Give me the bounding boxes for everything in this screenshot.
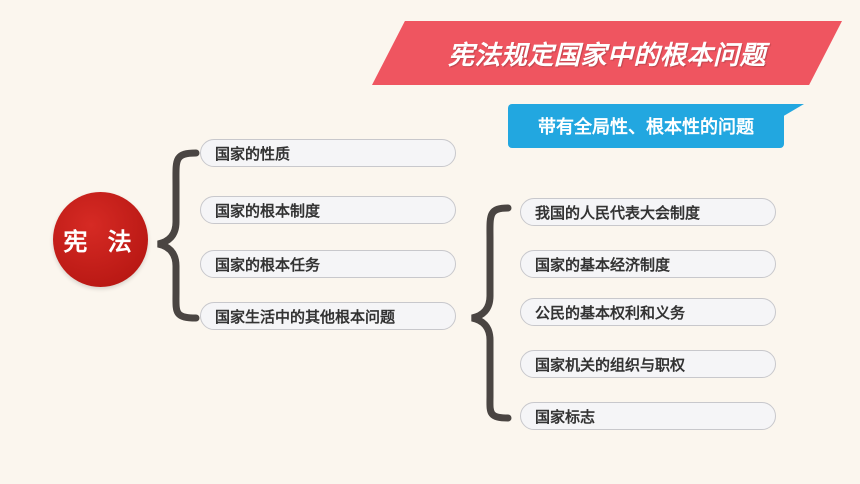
banner-title: 宪法规定国家中的根本问题 bbox=[447, 40, 766, 71]
right-node-npc-system: 我国的人民代表大会制度 bbox=[520, 198, 776, 226]
callout-tag: 带有全局性、根本性的问题 bbox=[508, 104, 784, 148]
root-circle: 宪 法 bbox=[53, 192, 148, 287]
left-node-other-issues: 国家生活中的其他根本问题 bbox=[200, 302, 456, 330]
right-node-citizen-rights: 公民的基本权利和义务 bbox=[520, 298, 776, 326]
right-brace bbox=[471, 204, 512, 422]
right-node-national-symbols: 国家标志 bbox=[520, 402, 776, 430]
left-node-nature: 国家的性质 bbox=[200, 139, 456, 167]
right-node-economic-system: 国家的基本经济制度 bbox=[520, 250, 776, 278]
left-brace bbox=[157, 149, 200, 322]
title-banner bbox=[372, 21, 842, 85]
left-node-fundamental-system: 国家的根本制度 bbox=[200, 196, 456, 224]
left-node-fundamental-task: 国家的根本任务 bbox=[200, 250, 456, 278]
right-node-state-organs: 国家机关的组织与职权 bbox=[520, 350, 776, 378]
